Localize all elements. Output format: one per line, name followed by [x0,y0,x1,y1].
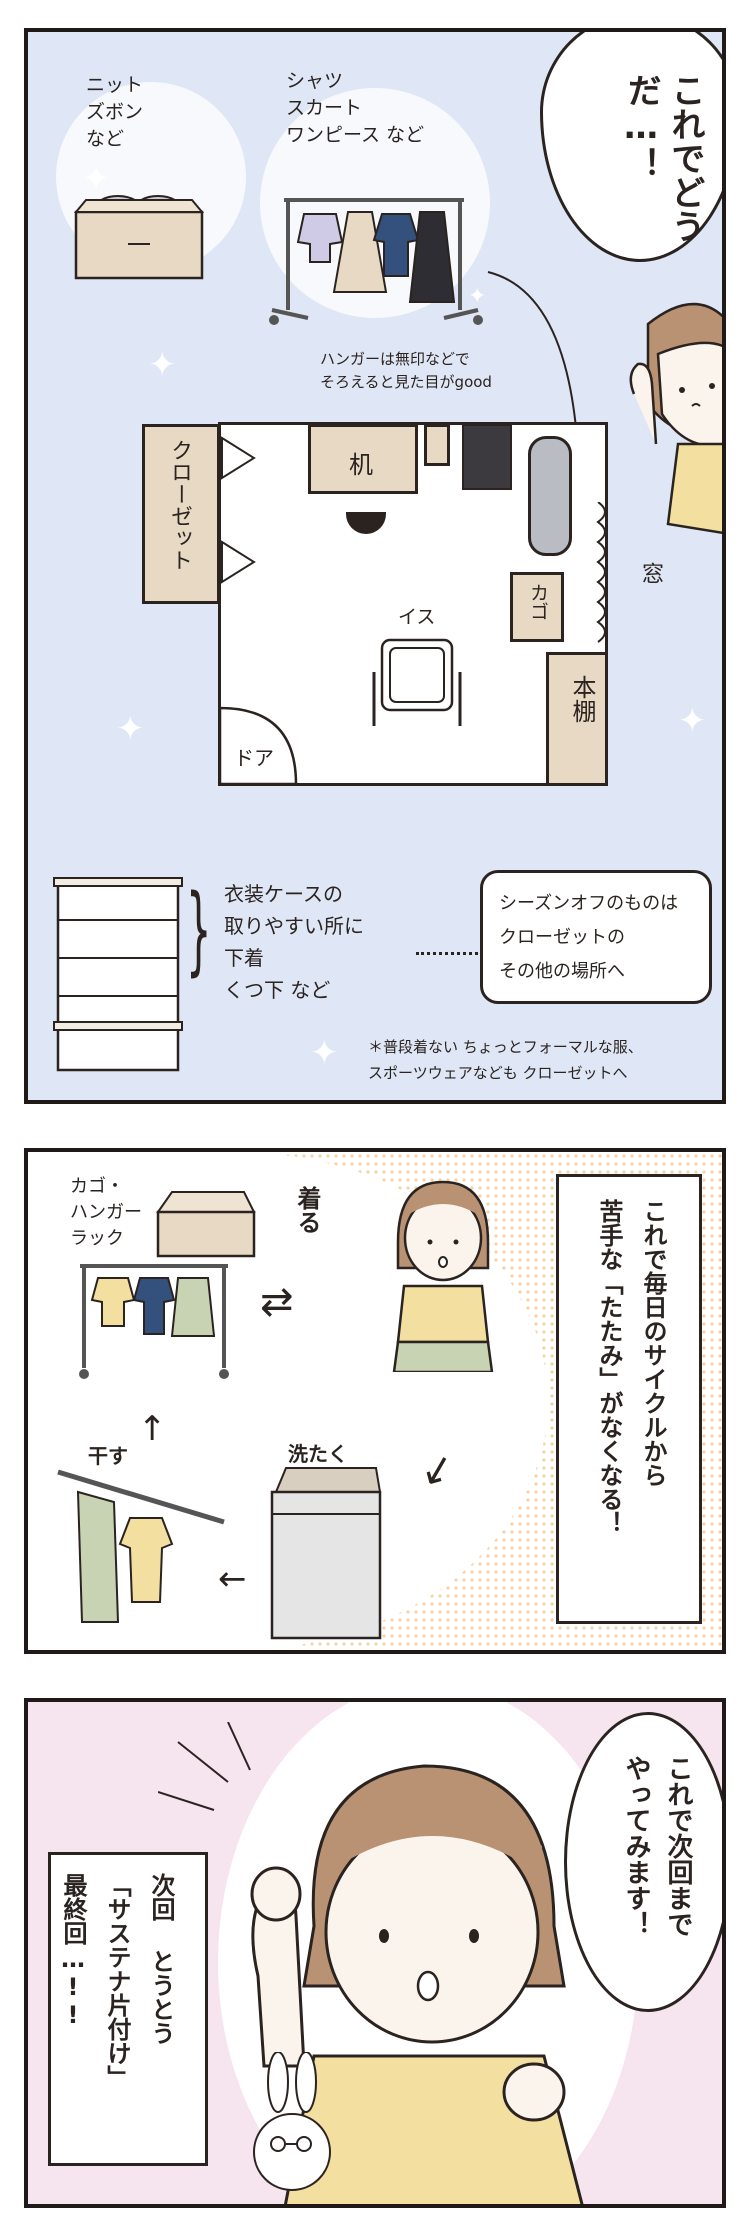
hanger-rack-top-view [528,436,572,556]
closet-block: クローゼット [142,424,220,604]
small-shelf [424,424,450,466]
offseason-box: シーズンオフのものは クローゼットの その他の場所へ [480,870,712,1004]
caption-text: これで毎日のサイクルから 苦手な「たたみ」がなくなる！ [595,1199,667,1535]
speech-bubble: これで次回まで やってみます！ [564,1712,722,2012]
bubble-text: これで次回まで やってみます！ [621,1755,693,1937]
chair-icon [372,638,462,726]
sparkle-icon: ✦ [468,284,487,309]
washing-machine-icon [270,1467,382,1640]
closet-door-icon [221,436,256,584]
arrow-left-icon: ← [218,1559,247,1599]
basket-label: カゴ [527,583,549,621]
arrow-up-icon: ↑ [138,1409,167,1449]
sparkle-icon: ✦ [148,345,177,385]
sparkle-icon: ✦ [678,701,707,741]
closet-label: クローゼット [167,439,192,571]
panel-laundry-cycle: カゴ・ ハンガー ラック 着る ⇄ ↑ 干す 洗たく ← ↓ [24,1148,726,1654]
pointer-line [487,271,579,453]
chair-label: イス [398,606,436,628]
character [392,1180,494,1372]
brace: } [186,876,212,988]
rabbit-mascot-icon [253,2052,331,2191]
dotted-connector [416,952,478,955]
basket-block: カゴ [510,572,564,642]
bookshelf-label: 本棚 [568,675,596,723]
rack-label: シャツ スカート ワンピース など [286,70,425,146]
wear-label: 着る [293,1186,321,1234]
basket-icon [156,1191,256,1258]
bubble-text: これでどうだ…！ [621,73,705,243]
caption-box: 次回 とうとう 「サステナ片付け」 最終回…!! [48,1852,208,2166]
caption-box: これで毎日のサイクルから 苦手な「たたみ」がなくなる！ [556,1174,702,1624]
window-icon [596,502,606,643]
speech-bubble: これでどうだ…！ [540,32,722,262]
dry-label: 干す [88,1444,128,1468]
window-label: 窓 [638,562,663,584]
hanger-rack-icon [269,198,483,325]
hanger-note: ハンガーは無印などで そろえると見た目がgood [320,350,492,391]
rack-label: カゴ・ ハンガー ラック [70,1176,142,1249]
door-icon [220,706,298,784]
case-note: 衣装ケースの 取りやすい所に 下着 くつ下 など [224,882,364,1002]
offseason-text: シーズンオフのものは クローゼットの その他の場所へ [499,893,679,982]
cycle-arrows-icon: ⇄ [260,1279,294,1325]
sparkle-icon: ✦ [116,709,145,749]
caption-text: 次回 とうとう 「サステナ片付け」 最終回…!! [59,1873,175,2089]
panel-room-layout: ✦ ✦ ✦ ✦ ✦ ✦ ニット ズボン など シャツ スカート ワンピース など… [24,28,726,1104]
trash-bin [462,424,512,490]
wash-label: 洗たく [288,1442,348,1466]
emphasis-lines-icon [158,1722,251,1811]
drying-pole-icon [57,1469,225,1623]
hanger-rack-icon [79,1264,229,1379]
door-label: ドア [234,746,274,770]
panel-next-time: これで次回まで やってみます！ 次回 とうとう 「サステナ片付け」 最終回…!! [24,1698,726,2208]
character-peeking [629,302,722,534]
footnote: ＊普段着ない ちょっとフォーマルな服、 スポーツウェアなども クローゼットへ [368,1038,643,1082]
character-fist-pump [250,1764,584,2204]
sparkle-icon: ✦ [310,1033,339,1073]
bookshelf-block: 本棚 [546,652,608,786]
drawer-case-icon [53,877,183,1072]
desk-block: 机 [308,424,418,494]
desk-label: 机 [349,451,373,479]
storage-box-icon [73,195,205,280]
box-label: ニット ズボン など [86,74,144,150]
